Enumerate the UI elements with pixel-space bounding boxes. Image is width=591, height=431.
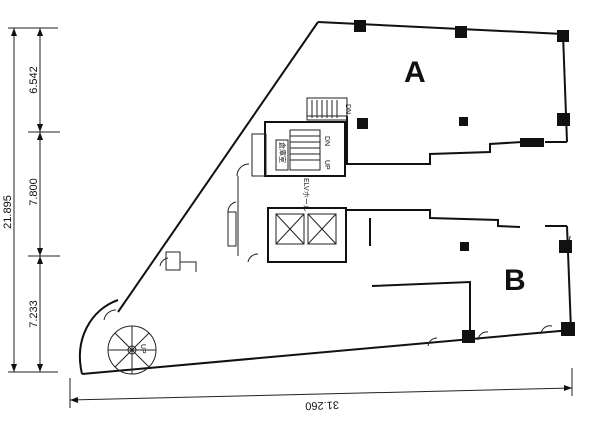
- elevator-hall-label: ELVホール: [302, 178, 310, 212]
- column: [561, 322, 575, 336]
- dimension-segment-top: 6.542: [28, 66, 40, 94]
- column: [520, 138, 544, 147]
- column: [557, 30, 569, 42]
- columns: [354, 20, 575, 343]
- spiral-staircase: [107, 325, 157, 375]
- stair-dn-upper-label: DN: [344, 104, 351, 114]
- column: [462, 330, 475, 343]
- stair-up-label: UP: [323, 160, 330, 170]
- dimension-segment-middle: 7.800: [28, 178, 40, 206]
- column: [354, 20, 366, 32]
- spiral-up-label: UP: [139, 344, 146, 354]
- unit-b-walls: [347, 209, 567, 332]
- dimension-overall-width: 31.260: [305, 398, 339, 411]
- dimension-segment-bottom: 7.233: [28, 300, 40, 328]
- column: [455, 26, 467, 38]
- horizontal-dimension: [69, 368, 573, 408]
- doors: [103, 163, 571, 347]
- column: [459, 117, 468, 126]
- dimension-overall-height: 21.895: [2, 195, 14, 229]
- column: [460, 242, 469, 251]
- column: [557, 113, 570, 126]
- column: [559, 240, 572, 253]
- building-outline: [78, 21, 572, 375]
- vertical-dimensions: [8, 27, 60, 373]
- core: [165, 97, 348, 272]
- column: [357, 118, 368, 129]
- unit-b-label: B: [504, 264, 526, 297]
- stair-dn-label: DN: [323, 136, 330, 146]
- unit-a-label: A: [404, 56, 426, 89]
- storage-label: 倉庫室: [278, 142, 287, 163]
